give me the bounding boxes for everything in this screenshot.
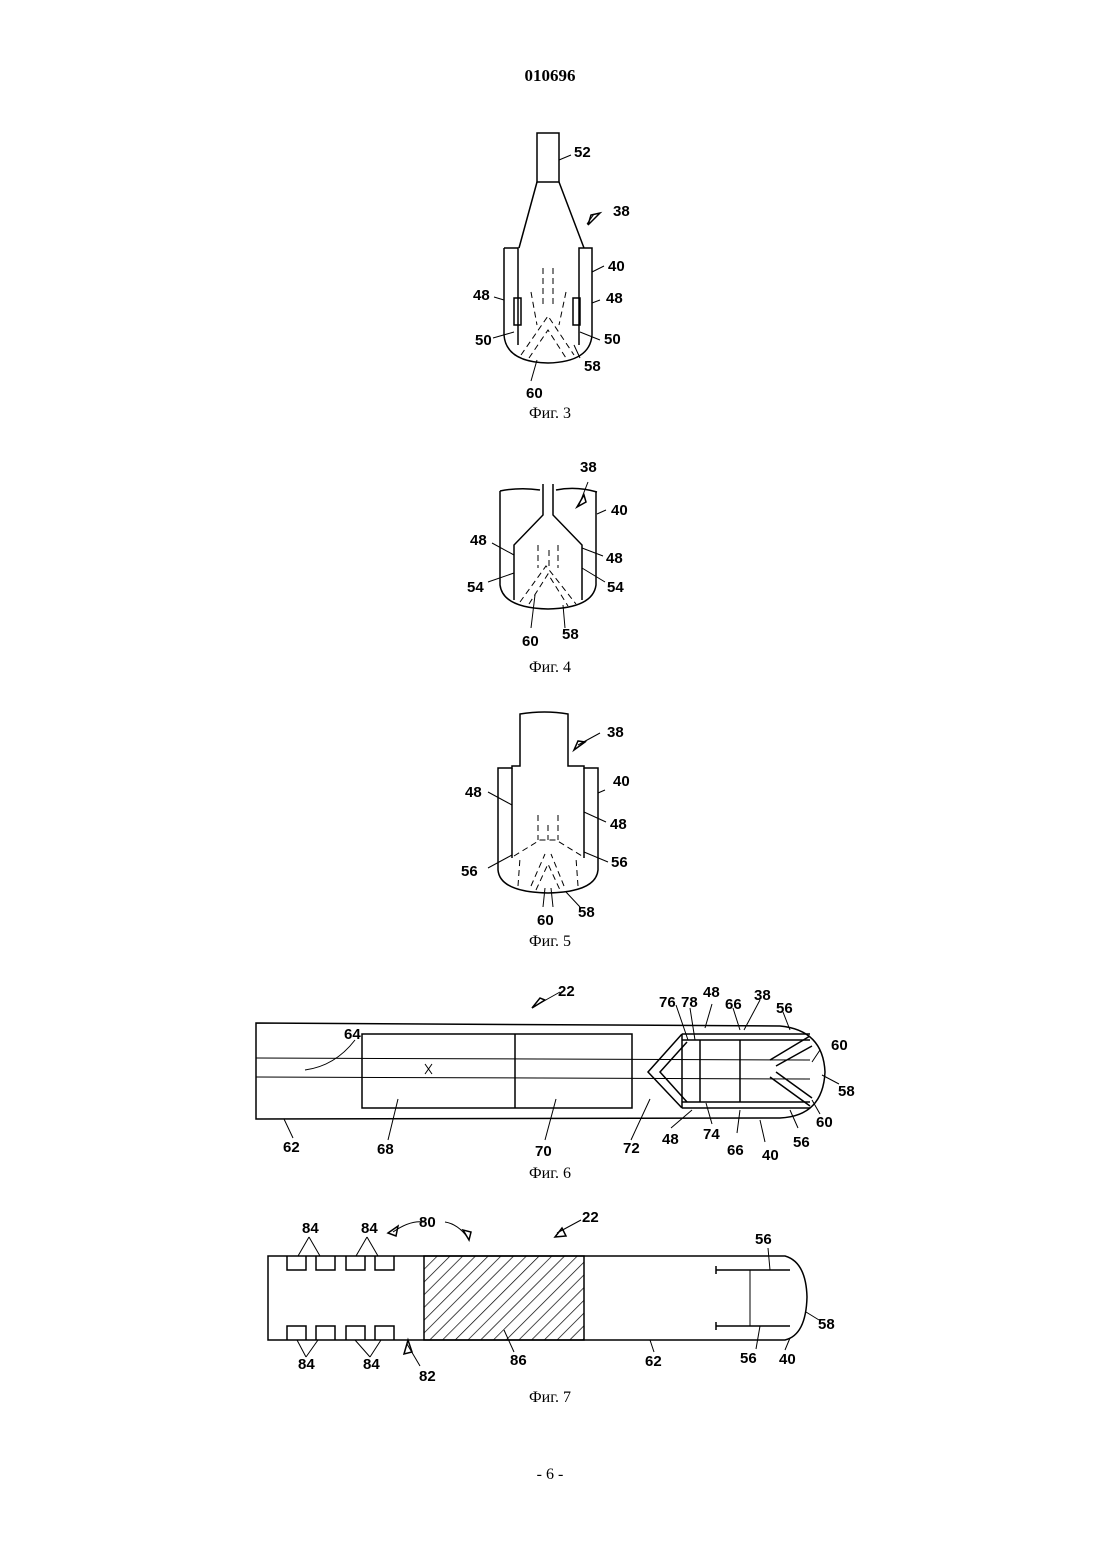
fig4-label-48-left: 48 [470, 532, 487, 549]
fig5-label-48-right: 48 [610, 816, 627, 833]
fig7-label-84-top-2: 84 [361, 1220, 378, 1237]
fig3-label-38: 38 [613, 203, 630, 220]
fig6-label-48-top: 48 [703, 984, 720, 1001]
fig6-label-60-bottom: 60 [816, 1114, 833, 1131]
fig4-label-60: 60 [522, 633, 539, 650]
fig6-label-66-bottom: 66 [727, 1142, 744, 1159]
fig3-label-52: 52 [574, 144, 591, 161]
fig7-label-84-bottom-1: 84 [298, 1356, 315, 1373]
fig6-label-22: 22 [558, 983, 575, 1000]
fig6-label-58: 58 [838, 1083, 855, 1100]
fig6-label-60-top: 60 [831, 1037, 848, 1054]
fig5-label-56-right: 56 [611, 854, 628, 871]
fig6-label-64: 64 [344, 1026, 361, 1043]
fig7-label-22: 22 [582, 1209, 599, 1226]
document-number: 010696 [0, 66, 1100, 86]
fig4-label-38: 38 [580, 459, 597, 476]
fig5-label-40: 40 [613, 773, 630, 790]
fig3-label-50-left: 50 [475, 332, 492, 349]
fig6-label-74: 74 [703, 1126, 720, 1143]
fig3-label-48-right: 48 [606, 290, 623, 307]
figure-4-drawing: 38 40 48 48 54 54 60 58 [0, 455, 1100, 655]
figure-3-caption: Фиг. 3 [0, 405, 1100, 423]
figure-6-caption: Фиг. 6 [0, 1165, 1100, 1183]
figure-5-drawing: 38 40 48 48 56 56 60 58 [0, 712, 1100, 932]
fig5-label-60: 60 [537, 912, 554, 929]
fig6-label-56-bottom: 56 [793, 1134, 810, 1151]
figure-3-drawing: 52 38 40 48 48 50 50 58 60 [0, 120, 1100, 405]
fig6-label-70: 70 [535, 1143, 552, 1160]
fig6-label-48-bottom: 48 [662, 1131, 679, 1148]
fig6-label-76: 76 [659, 994, 676, 1011]
figure-5-caption: Фиг. 5 [0, 933, 1100, 951]
fig7-label-58: 58 [818, 1316, 835, 1333]
fig6-label-66-top: 66 [725, 996, 742, 1013]
fig7-label-62: 62 [645, 1353, 662, 1370]
fig7-label-84-bottom-2: 84 [363, 1356, 380, 1373]
fig5-label-56-left: 56 [461, 863, 478, 880]
fig3-label-40: 40 [608, 258, 625, 275]
page-number: - 6 - [0, 1466, 1100, 1484]
fig3-label-50-right: 50 [604, 331, 621, 348]
fig5-label-58: 58 [578, 904, 595, 921]
figure-7-drawing: 84 84 80 22 56 58 84 84 82 86 62 56 40 [0, 1205, 1100, 1385]
figure-4-caption: Фиг. 4 [0, 659, 1100, 677]
fig7-label-80: 80 [419, 1214, 436, 1231]
fig6-label-56-top: 56 [776, 1000, 793, 1017]
fig6-label-72: 72 [623, 1140, 640, 1157]
fig6-label-78: 78 [681, 994, 698, 1011]
fig4-label-54-left: 54 [467, 579, 484, 596]
fig4-label-48-right: 48 [606, 550, 623, 567]
fig6-label-68: 68 [377, 1141, 394, 1158]
fig6-label-38: 38 [754, 987, 771, 1004]
fig4-label-40: 40 [611, 502, 628, 519]
fig7-label-84-top-1: 84 [302, 1220, 319, 1237]
fig7-label-56-top: 56 [755, 1231, 772, 1248]
fig3-label-48-left: 48 [473, 287, 490, 304]
fig6-label-40: 40 [762, 1147, 779, 1164]
fig4-label-58: 58 [562, 626, 579, 643]
figure-6-drawing: 22 64 76 78 48 66 38 56 60 58 60 62 68 7… [0, 978, 1100, 1163]
fig3-label-60: 60 [526, 385, 543, 402]
fig7-label-82: 82 [419, 1368, 436, 1385]
fig6-label-62: 62 [283, 1139, 300, 1156]
figure-7-caption: Фиг. 7 [0, 1389, 1100, 1407]
fig7-label-40: 40 [779, 1351, 796, 1368]
fig5-label-38: 38 [607, 724, 624, 741]
fig7-label-86: 86 [510, 1352, 527, 1369]
fig3-label-58: 58 [584, 358, 601, 375]
fig7-label-56-bottom: 56 [740, 1350, 757, 1367]
fig4-label-54-right: 54 [607, 579, 624, 596]
fig5-label-48-left: 48 [465, 784, 482, 801]
